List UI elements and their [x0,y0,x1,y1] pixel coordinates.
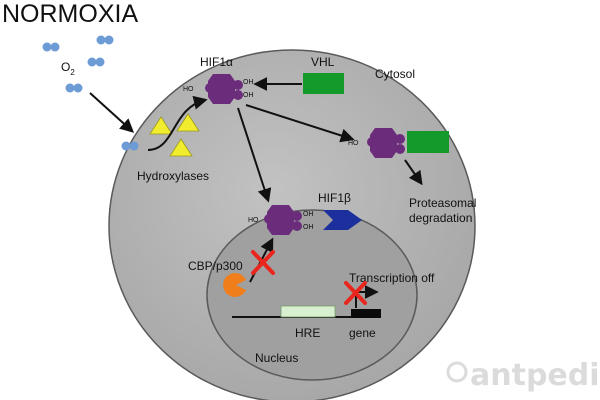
ho-label: HO [183,86,194,93]
degradation-label: degradation [409,211,472,225]
oxygen-molecule [42,42,60,52]
hydroxylase-enzyme [149,116,173,135]
hif1a-vhl-complex [367,128,449,158]
o2-label: O2 [61,60,75,77]
ho-label: HO [248,217,259,224]
nucleus-membrane [206,209,418,381]
nuclear-translocation-arrow [237,107,272,203]
oh-label: OH [243,92,254,99]
hre-element [280,305,336,318]
transcription-off-label: Transcription off [349,271,435,285]
degradation-arrow [404,159,423,186]
hydroxylases-label: Hydroxylases [137,169,209,183]
oxygen-molecule [96,35,114,45]
watermark-logo: antpedia [446,358,600,393]
watermark-text: antpedia [470,358,600,393]
vhl-protein [303,73,344,94]
blocked-cross-icon [251,250,275,275]
hydroxylase-enzyme [176,113,200,132]
o2-entry-arrow [89,92,135,133]
proteasomal-label: Proteasomal [409,196,476,210]
ho-label: HO [348,140,359,147]
hydroxylation-arrow [147,95,208,151]
hif1b-protein [323,210,362,230]
oxygen-molecule-inside [121,141,139,151]
hydroxylase-enzyme [169,138,193,157]
cytosol-label: Cytosol [375,67,415,81]
hif1a-protein [205,74,243,104]
hre-label: HRE [295,326,320,340]
nucleus-label: Nucleus [255,351,298,365]
gene-label: gene [349,326,376,340]
vhl-label: VHL [311,55,335,69]
oh-label: OH [243,79,254,86]
hif1a-label: HIF1α [200,55,233,69]
diagram-title: NORMOXIA [2,0,138,28]
cbp-p300-protein [223,273,246,297]
hif1a-protein-nuclear [264,205,302,235]
complex-formation-arrow [245,104,355,143]
hif1b-label: HIF1β [318,191,351,205]
oh-label: OH [303,211,314,218]
cbp-p300-label: CBP/p300 [188,259,243,273]
oxygen-molecule [87,57,105,67]
oh-label: OH [303,224,314,231]
gene-block [351,309,381,318]
transcription-blocked-cross-icon [344,281,367,305]
oxygen-molecule [65,83,83,93]
